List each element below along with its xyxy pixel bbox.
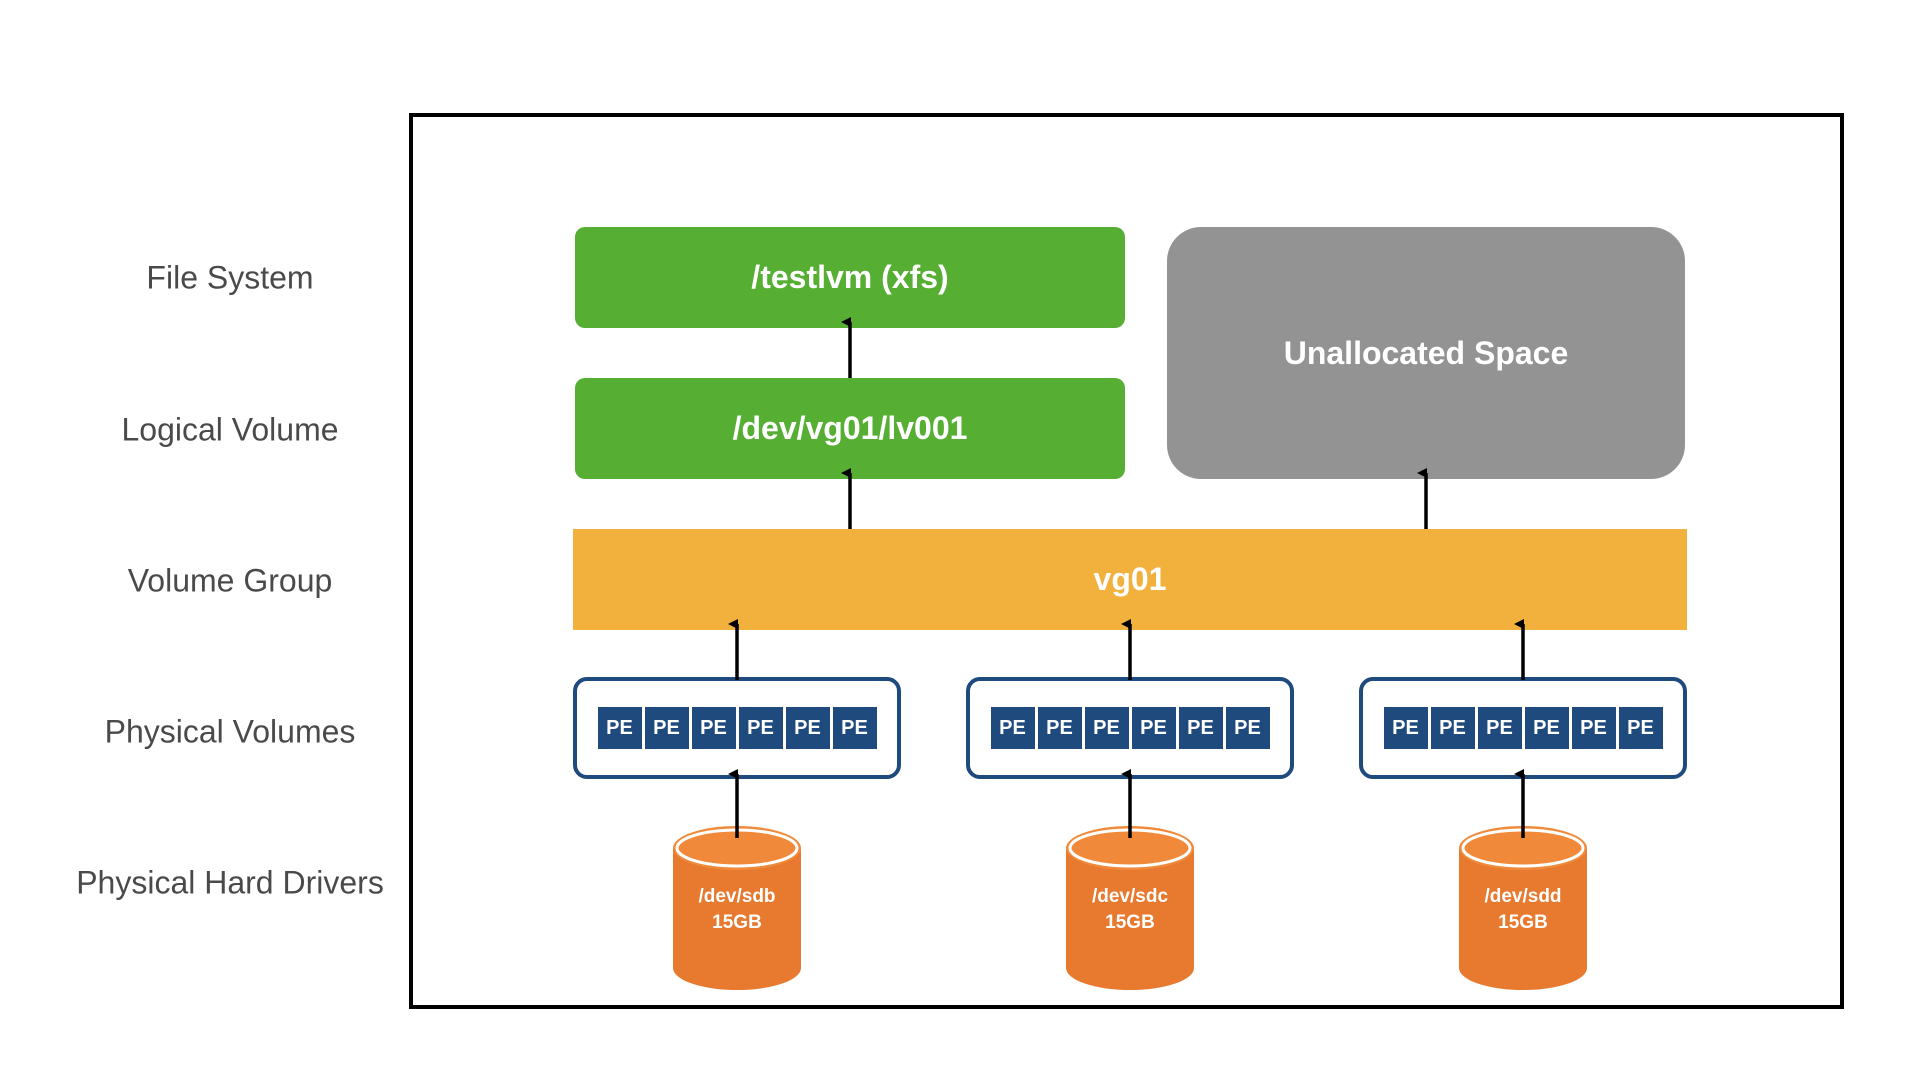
disk-cylinder-icon	[1459, 826, 1587, 990]
disk-text: /dev/sdc 15GB	[1066, 884, 1194, 936]
volume-group-bar: vg01	[573, 529, 1687, 630]
volume-group-label: vg01	[1093, 561, 1167, 597]
unallocated-space-box: Unallocated Space	[1167, 227, 1685, 479]
pe-row: PE PE PE PE PE PE	[990, 707, 1270, 749]
disk-text: /dev/sdd 15GB	[1459, 884, 1587, 936]
disk-device: /dev/sdd	[1484, 886, 1562, 907]
disk-sdc: /dev/sdc 15GB	[1066, 826, 1194, 990]
disk-device: /dev/sdb	[698, 886, 776, 907]
pe-row: PE PE PE PE PE PE	[1383, 707, 1663, 749]
disk-size: 15GB	[1105, 912, 1155, 933]
disk-sdd: /dev/sdd 15GB	[1459, 826, 1587, 990]
physical-extent: PE	[1430, 707, 1475, 749]
label-file-system: File System	[146, 259, 314, 296]
physical-extent: PE	[1571, 707, 1616, 749]
physical-extent: PE	[1383, 707, 1428, 749]
physical-extent: PE	[1178, 707, 1223, 749]
physical-extent: PE	[1037, 707, 1082, 749]
pe-row: PE PE PE PE PE PE	[597, 707, 877, 749]
disk-text: /dev/sdb 15GB	[673, 884, 801, 936]
filesystem-label: /testlvm (xfs)	[751, 259, 949, 295]
physical-extent: PE	[644, 707, 689, 749]
physical-volume-3: PE PE PE PE PE PE	[1359, 677, 1687, 779]
physical-extent: PE	[691, 707, 736, 749]
physical-extent: PE	[832, 707, 877, 749]
physical-volume-2: PE PE PE PE PE PE	[966, 677, 1294, 779]
label-physical-drives: Physical Hard Drivers	[76, 864, 384, 901]
unallocated-space-label: Unallocated Space	[1283, 334, 1569, 371]
physical-extent: PE	[1084, 707, 1129, 749]
physical-extent: PE	[738, 707, 783, 749]
physical-extent: PE	[1225, 707, 1270, 749]
filesystem-box: /testlvm (xfs)	[575, 227, 1125, 328]
disk-size: 15GB	[1498, 912, 1548, 933]
label-physical-volumes: Physical Volumes	[104, 713, 356, 750]
disk-device: /dev/sdc	[1091, 886, 1169, 907]
physical-extent: PE	[597, 707, 642, 749]
label-logical-volume: Logical Volume	[121, 411, 339, 448]
physical-extent: PE	[1618, 707, 1663, 749]
disk-size: 15GB	[712, 912, 762, 933]
physical-extent: PE	[1524, 707, 1569, 749]
physical-volume-1: PE PE PE PE PE PE	[573, 677, 901, 779]
label-volume-group: Volume Group	[127, 562, 333, 599]
physical-extent: PE	[785, 707, 830, 749]
logical-volume-label: /dev/vg01/lv001	[732, 410, 968, 446]
disk-sdb: /dev/sdb 15GB	[673, 826, 801, 990]
physical-extent: PE	[1131, 707, 1176, 749]
diagram-frame	[409, 113, 1844, 1009]
logical-volume-box: /dev/vg01/lv001	[575, 378, 1125, 479]
physical-extent: PE	[1477, 707, 1522, 749]
disk-cylinder-icon	[673, 826, 801, 990]
physical-extent: PE	[990, 707, 1035, 749]
